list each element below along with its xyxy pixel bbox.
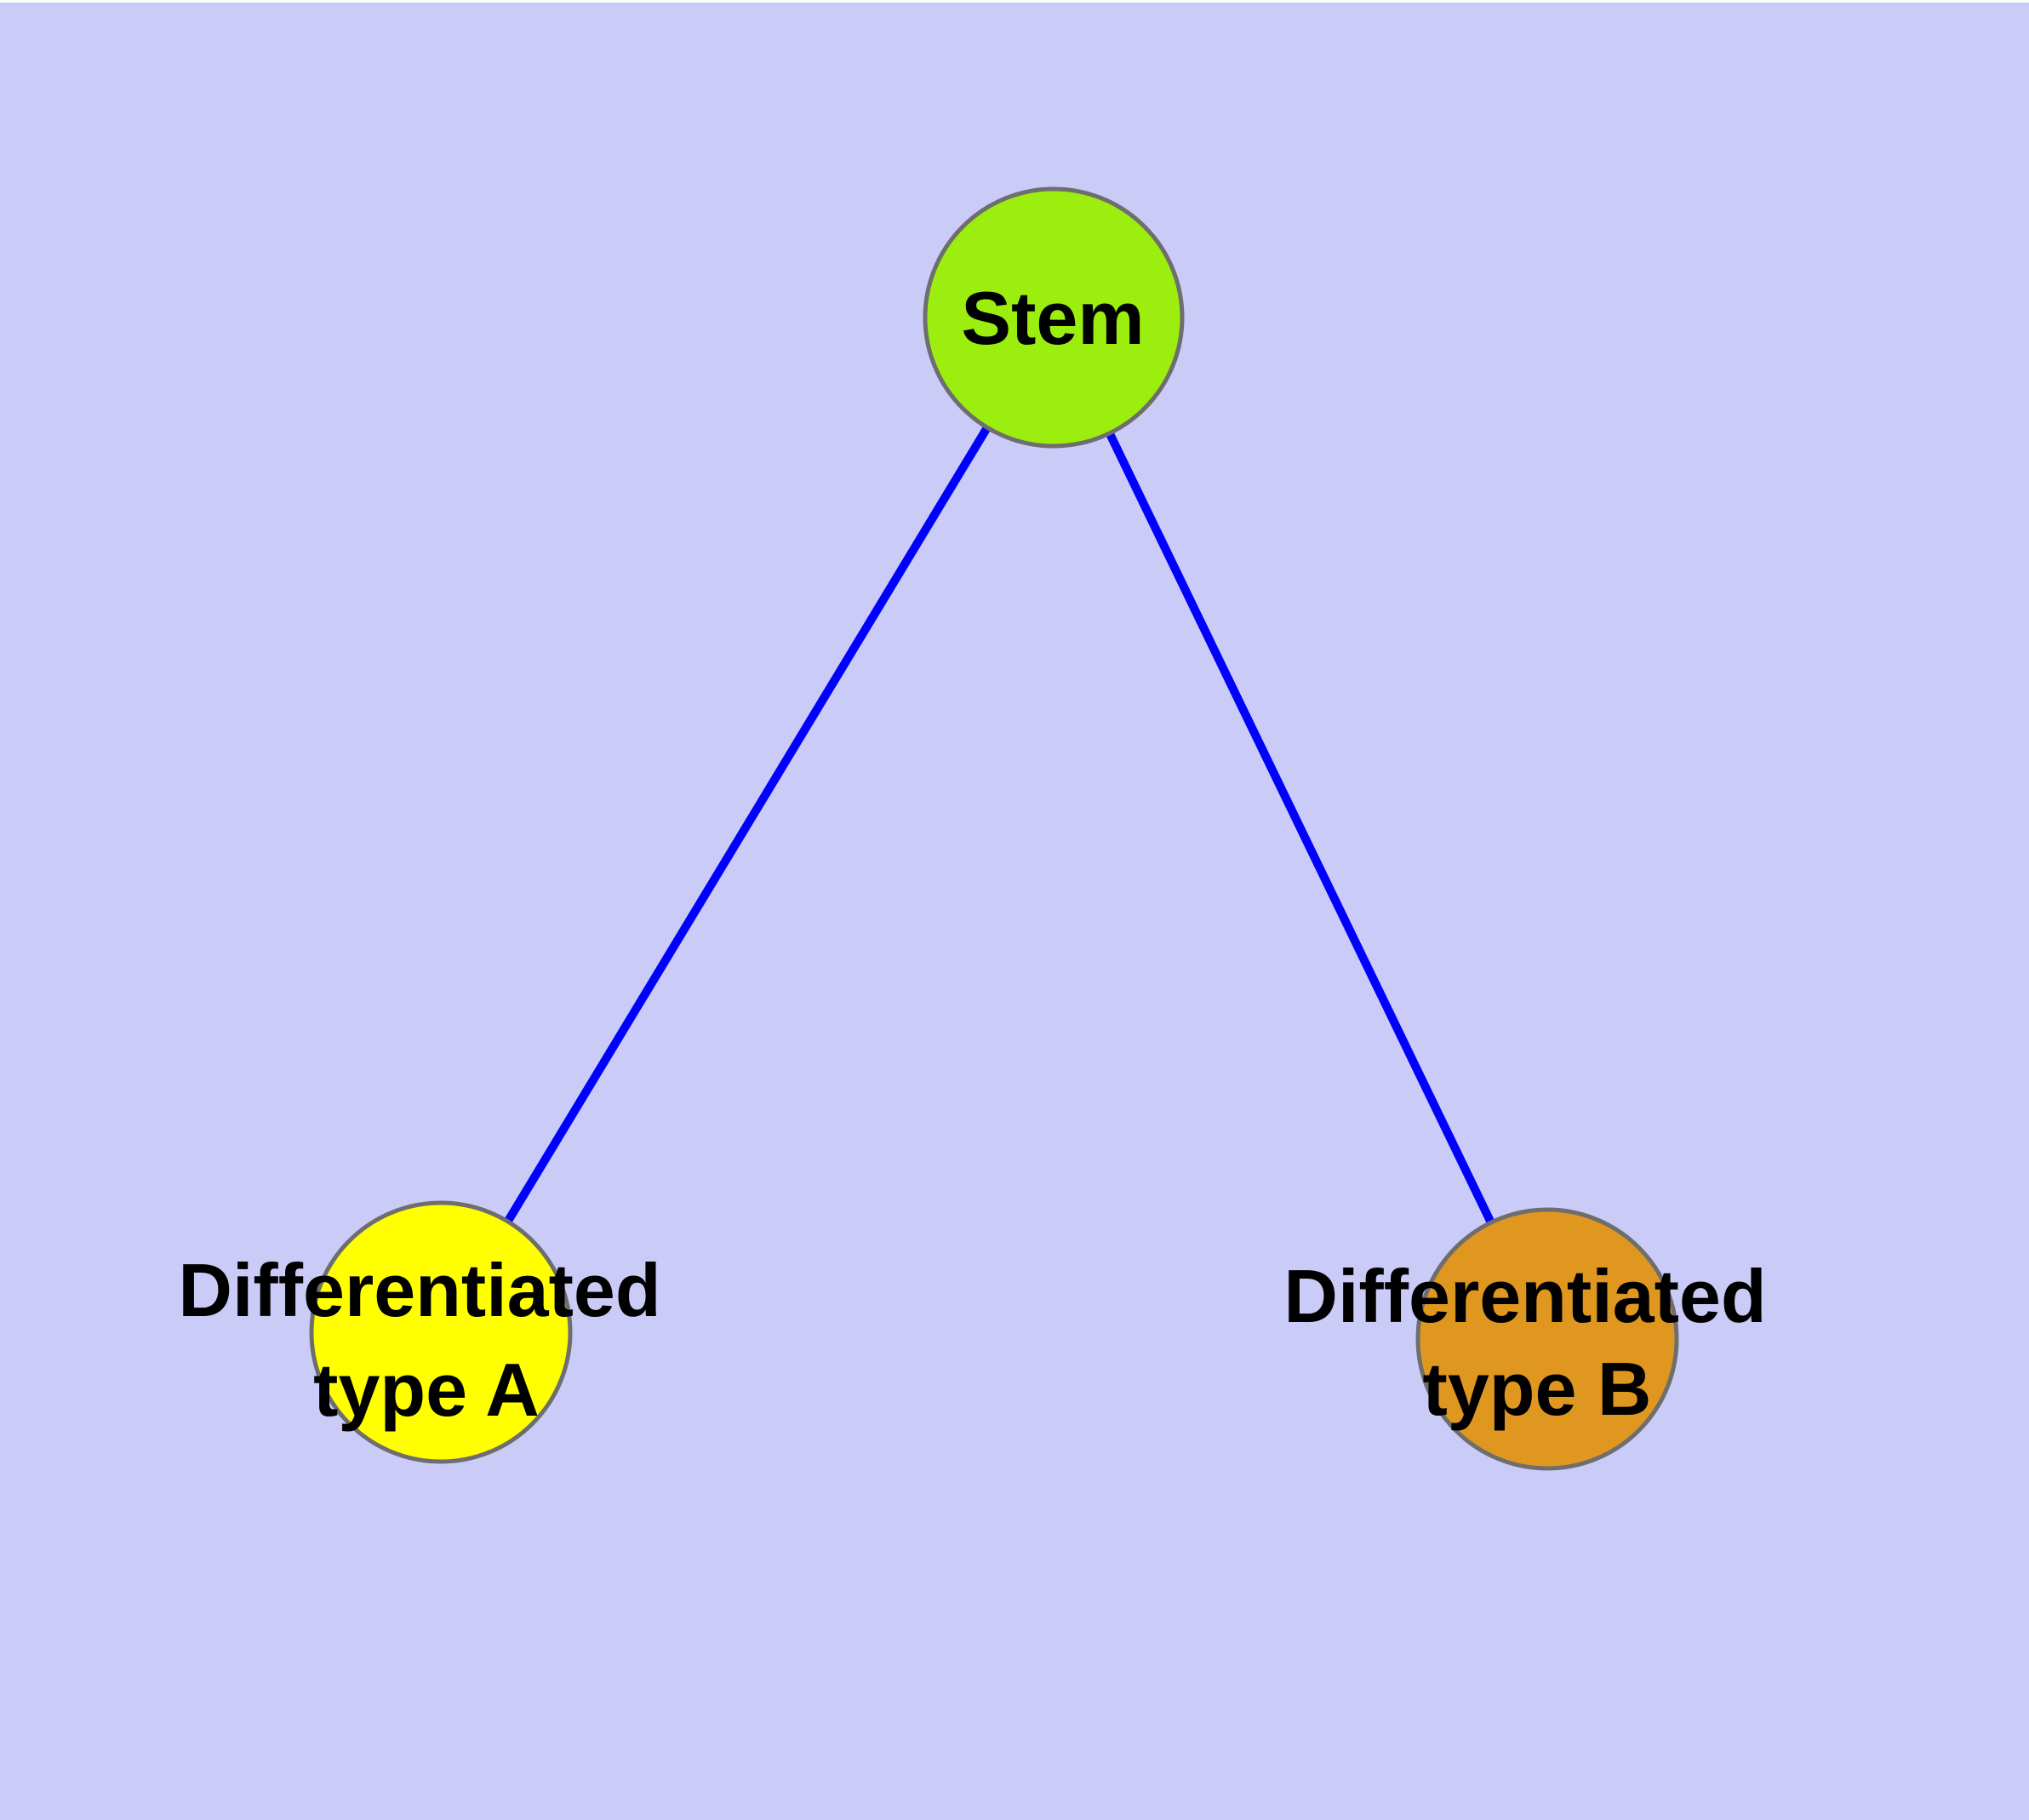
node-type-a-label-line1: Differentiated: [178, 1248, 660, 1332]
node-stem[interactable]: [923, 186, 1185, 449]
node-type-a-label-line2: type A: [313, 1348, 540, 1432]
node-type-b-label-line2: type B: [1423, 1347, 1652, 1431]
node-differentiated-type-b[interactable]: [1415, 1207, 1679, 1471]
node-type-b-label-line1: Differentiated: [1283, 1254, 1766, 1338]
edge-stem-to-type-b: [1049, 315, 1552, 1342]
edge-stem-to-type-a: [437, 315, 1058, 1335]
window-top-border: [0, 0, 2029, 3]
node-differentiated-type-a[interactable]: [309, 1200, 573, 1464]
node-stem-label: Stem: [961, 276, 1144, 360]
